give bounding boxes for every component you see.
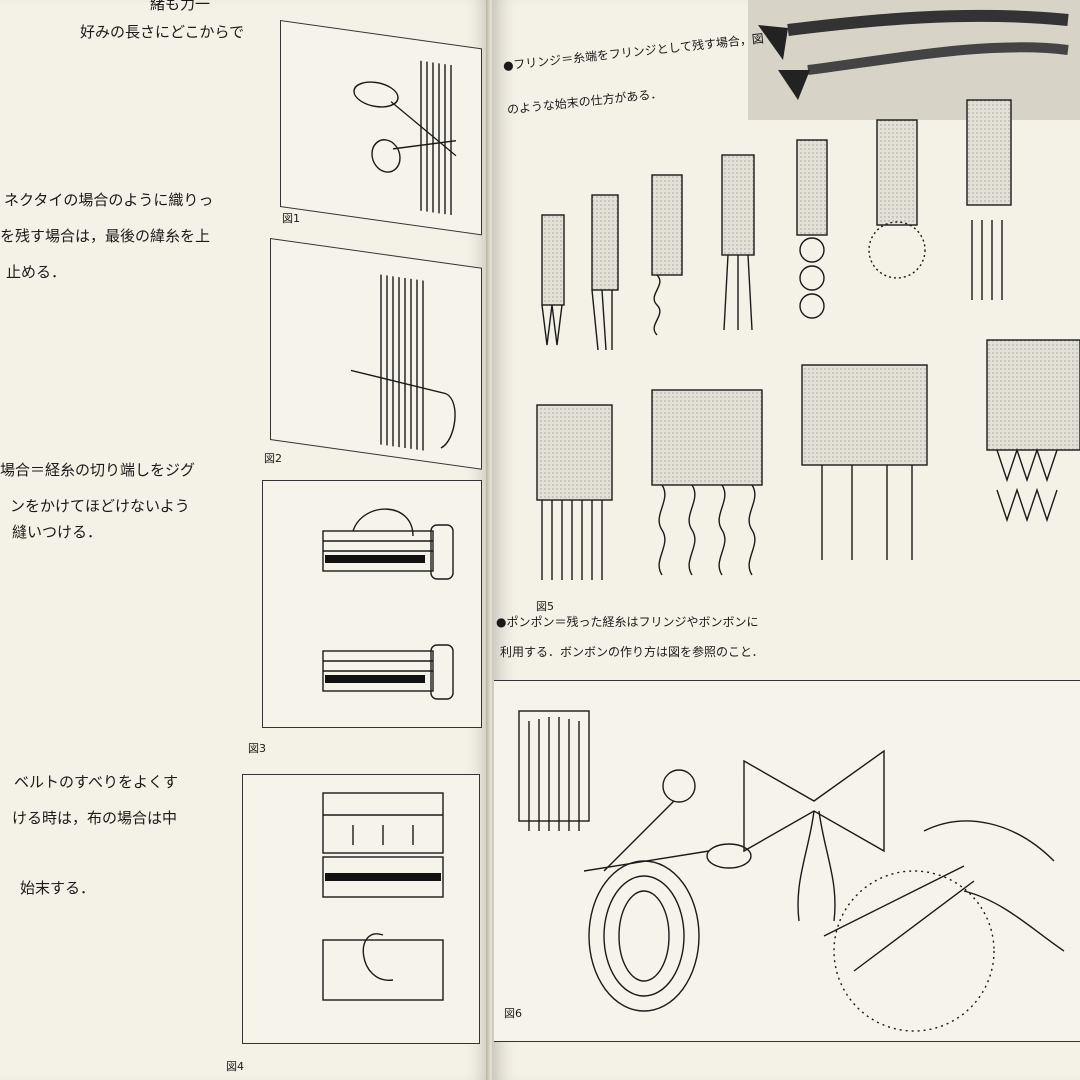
left-page: 緒も力一 好みの長さにどこからで ネクタイの場合のように織りっ を残す場合は，最…: [0, 0, 492, 1080]
figure-2-caption: 図2: [264, 452, 282, 465]
text-line: 縫いつける．: [12, 523, 103, 541]
fringe-finishing-illustrations: [536, 99, 1080, 580]
book-gutter: [486, 0, 496, 1080]
needle-weaving-warp-illustration: [350, 274, 456, 451]
figure-5-caption: 図5: [536, 600, 554, 613]
figure-3-caption: 図3: [248, 742, 266, 755]
pompon-paragraph: 利用する．ボンボンの作り方は図を参照のこと．: [500, 645, 764, 659]
text-line: 好みの長さにどこからで: [80, 23, 245, 41]
figure-3-frame: [262, 480, 482, 728]
text-line: 場合＝経糸の切り端しをジグ: [0, 461, 196, 479]
figure-6-frame: 図6: [494, 680, 1080, 1042]
scissors-cutting-warp-illustration: [353, 60, 457, 216]
belt-lining-illustration: [322, 792, 444, 1001]
text-line: ネクタイの場合のように織りっ: [4, 191, 214, 209]
text-line: 始末する．: [20, 879, 96, 897]
fringe-paragraph: ●フリンジ＝糸端をフリンジとして残す場合，図: [502, 31, 765, 73]
pompon-paragraph: ●ポンポン＝残った経糸はフリンジやボンボンに: [496, 615, 759, 629]
text-line: 止める．: [6, 263, 67, 281]
text-line: ける時は，布の場合は中: [12, 809, 178, 827]
figure-2-frame: [270, 238, 482, 470]
text-line: ンをかけてほどけないよう: [10, 497, 190, 515]
figure-4-caption: 図4: [226, 1060, 244, 1073]
figure-4-frame: [242, 774, 480, 1044]
pompon-making-illustration: [518, 710, 1065, 1032]
belt-tassel-photo: [748, 0, 1080, 120]
figure-1-caption: 図1: [282, 212, 300, 225]
text-line: 緒も力一: [150, 0, 211, 13]
figure-1-frame: [280, 20, 482, 236]
figure-6-caption: 図6: [504, 1007, 522, 1020]
text-line: を残す場合は，最後の緯糸を上: [0, 227, 211, 245]
belt-buckle-sewing-illustration: [322, 508, 454, 700]
right-page: ●フリンジ＝糸端をフリンジとして残す場合，図 のような始末の仕方がある．: [492, 0, 1080, 1080]
text-line: ベルトのすべりをよくす: [14, 773, 178, 791]
